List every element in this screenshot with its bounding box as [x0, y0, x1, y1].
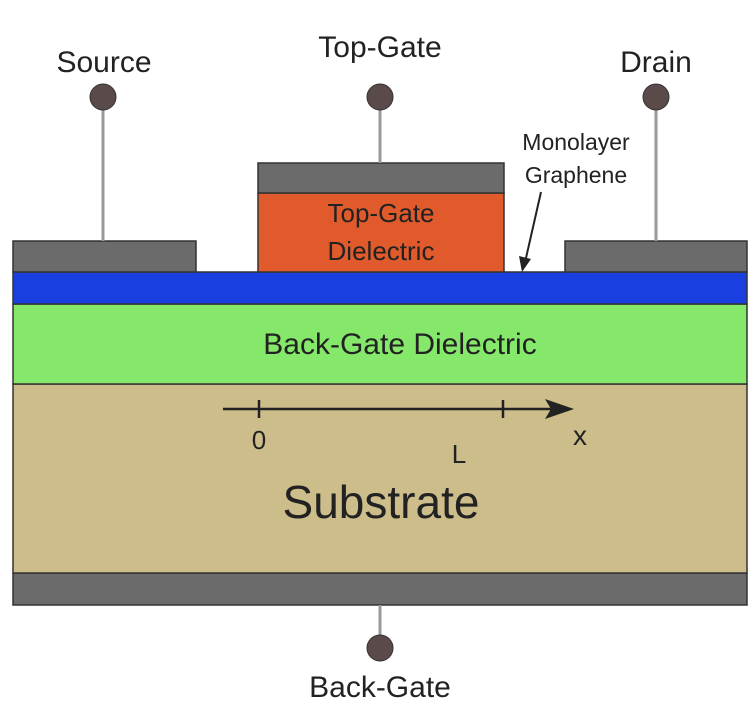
x-axis-variable-label: x [573, 420, 587, 451]
back-gate-dielectric-label: Back-Gate Dielectric [263, 328, 536, 361]
source-label: Source [56, 46, 151, 79]
graphene-label-line1: Monolayer [522, 129, 630, 155]
back-gate-dielectric-layer [12, 303, 748, 385]
drain-label: Drain [620, 46, 692, 79]
substrate-label: Substrate [283, 476, 480, 528]
source-contact [12, 240, 197, 273]
graphene-label-line2: Graphene [525, 162, 627, 188]
back-gate-terminal [366, 634, 394, 662]
graphene-pointer-arrowhead [519, 256, 531, 272]
top-gate-metal [257, 162, 505, 194]
x-axis-origin-label: 0 [252, 425, 266, 455]
drain-contact [564, 240, 748, 273]
back-gate-label: Back-Gate [309, 671, 451, 704]
top-gate-terminal [366, 83, 394, 111]
top-gate-label: Top-Gate [318, 31, 441, 64]
source-terminal [89, 83, 117, 111]
drain-terminal [642, 83, 670, 111]
substrate-layer [12, 383, 748, 574]
graphene-layer [12, 271, 748, 305]
top-gate-dielectric-label-line1: Top-Gate [328, 198, 435, 228]
x-axis-length-label: L [452, 439, 466, 469]
top-gate-dielectric-label-line2: Dielectric [328, 236, 435, 266]
x-axis-arrowhead [545, 399, 574, 419]
back-gate-metal [12, 572, 748, 606]
graphene-pointer-line [525, 191, 542, 259]
